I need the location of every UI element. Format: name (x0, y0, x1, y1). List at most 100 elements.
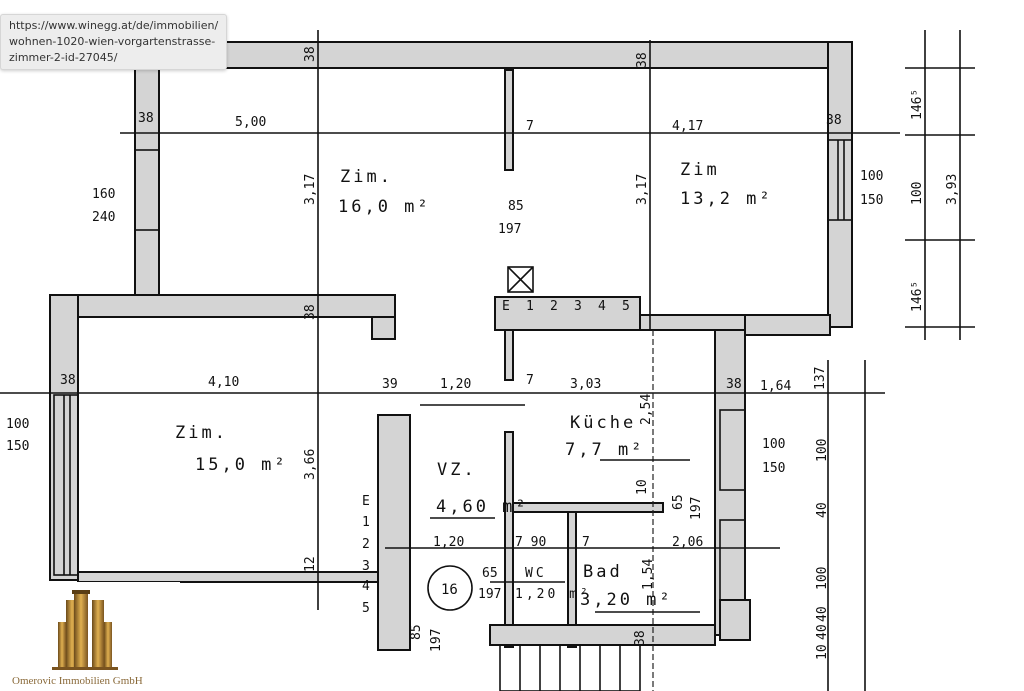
room-area: 4,60 m² (436, 497, 529, 517)
dim-label: 197 (478, 587, 501, 602)
company-logo: Omerovic Immobilien GmbH (0, 582, 180, 691)
chimney-labels: E 1 2 3 4 5 (502, 299, 630, 314)
shaft-box (507, 266, 534, 293)
room-name: Küche (570, 413, 636, 433)
url-tooltip: https://www.winegg.at/de/immobilien/ woh… (0, 14, 228, 70)
chimney-label: E (502, 299, 510, 314)
dim-label: 100 (762, 437, 785, 452)
dim-label: 137 (813, 367, 828, 390)
dim-label: 100 (815, 567, 830, 590)
dim-label: 7 (526, 119, 534, 134)
chimney-label: 2 (550, 299, 558, 314)
dim-label: 100 (860, 169, 883, 184)
circle-number: 16 (441, 582, 458, 598)
dim-label: 85 (409, 624, 424, 640)
dim-label: 7 (582, 535, 590, 550)
dim-label: 38 (303, 304, 318, 320)
room-area: 1,20 m² (515, 587, 591, 602)
stair-label: 1 (362, 515, 370, 530)
dim-label: 7 90 (515, 535, 546, 550)
dim-label: 10 (635, 479, 650, 495)
dim-label: 146⁵ (910, 89, 925, 120)
room-area: 13,2 m² (680, 189, 773, 209)
chimney-label: 1 (526, 299, 534, 314)
dim-label: 3,17 (303, 174, 318, 205)
dim-label: 3,17 (635, 174, 650, 205)
chimney-label: 5 (622, 299, 630, 314)
dim-label: 3,93 (945, 174, 960, 205)
dimension-labels: 38 38 38 5,00 7 4,17 38 3,17 85 197 3,17… (6, 46, 960, 660)
dim-label: 5,00 (235, 115, 266, 130)
dim-label: 100 (815, 439, 830, 462)
dim-label: 12 (303, 556, 318, 572)
dim-label: 40 (815, 606, 830, 622)
stair-label: 4 (362, 579, 370, 594)
dim-label: 4,17 (672, 119, 703, 134)
dim-label: 150 (6, 439, 29, 454)
dim-label: 39 (382, 377, 398, 392)
dim-label: 10 (815, 644, 830, 660)
room-name: Bad (583, 562, 623, 582)
chimney-label: 3 (574, 299, 582, 314)
dim-label: 2,54 (639, 394, 654, 425)
dim-label: 40 (815, 502, 830, 518)
tooltip-line: zimmer-2-id-27045/ (9, 51, 118, 64)
room-name: Zim (680, 160, 720, 180)
dim-label: 38 (138, 111, 154, 126)
room-area: 7,7 m² (565, 440, 644, 460)
stair-label: E (362, 494, 370, 509)
room-area: 15,0 m² (195, 455, 288, 475)
room-name: Zim. (340, 167, 393, 187)
dim-label: 65 (671, 494, 686, 510)
dim-label: 85 (508, 199, 524, 214)
dim-label: 100 (6, 417, 29, 432)
stairs (499, 266, 641, 691)
dim-label: 197 (429, 629, 444, 652)
stair-label: 5 (362, 601, 370, 616)
dim-label: 197 (498, 222, 521, 237)
room-name: WC (525, 566, 547, 581)
room-name: VZ. (437, 460, 477, 480)
dim-label: 38 (303, 46, 318, 62)
dim-label: 38 (633, 630, 648, 646)
dim-label: 7 (526, 373, 534, 388)
dimension-lines (0, 30, 975, 691)
stair-label: 3 (362, 559, 370, 574)
dim-label: 1,20 (440, 377, 471, 392)
dim-label: 160 (92, 187, 115, 202)
windows (53, 139, 853, 601)
company-name: Omerovic Immobilien GmbH (12, 675, 143, 687)
dim-label: 3,03 (570, 377, 601, 392)
stair-label: 2 (362, 537, 370, 552)
dim-label: 3,66 (303, 449, 318, 480)
dim-label: 1,54 (641, 559, 656, 590)
tooltip-line: wohnen-1020-wien-vorgartenstrasse- (9, 35, 216, 48)
room-name: Zim. (175, 423, 228, 443)
room-labels: Zim. 16,0 m² Zim 13,2 m² Zim. 15,0 m² Kü… (175, 160, 773, 610)
room-area: 3,20 m² (580, 590, 673, 610)
walls (49, 41, 853, 651)
dim-label: 1,20 (433, 535, 464, 550)
stair-labels: E 1 2 3 4 5 (362, 494, 370, 616)
dim-label: 38 (60, 373, 76, 388)
dim-label: 1,64 (760, 379, 791, 394)
dim-label: 40 (815, 624, 830, 640)
dim-label: 38 (826, 113, 842, 128)
tooltip-line: https://www.winegg.at/de/immobilien/ (9, 19, 219, 32)
dim-label: 38 (635, 52, 650, 68)
chimney-label: 4 (598, 299, 606, 314)
dim-label: 65 (482, 566, 498, 581)
dim-label: 146⁵ (910, 281, 925, 312)
dim-label: 100 (910, 182, 925, 205)
logo-building-icon (52, 590, 118, 670)
dim-label: 197 (689, 497, 704, 520)
dim-label: 2,06 (672, 535, 703, 550)
chimney-circle (427, 565, 473, 611)
dim-label: 150 (860, 193, 883, 208)
dim-label: 150 (762, 461, 785, 476)
dim-label: 4,10 (208, 375, 239, 390)
dim-label: 240 (92, 210, 115, 225)
dim-label: 38 (726, 377, 742, 392)
room-area: 16,0 m² (338, 197, 431, 217)
